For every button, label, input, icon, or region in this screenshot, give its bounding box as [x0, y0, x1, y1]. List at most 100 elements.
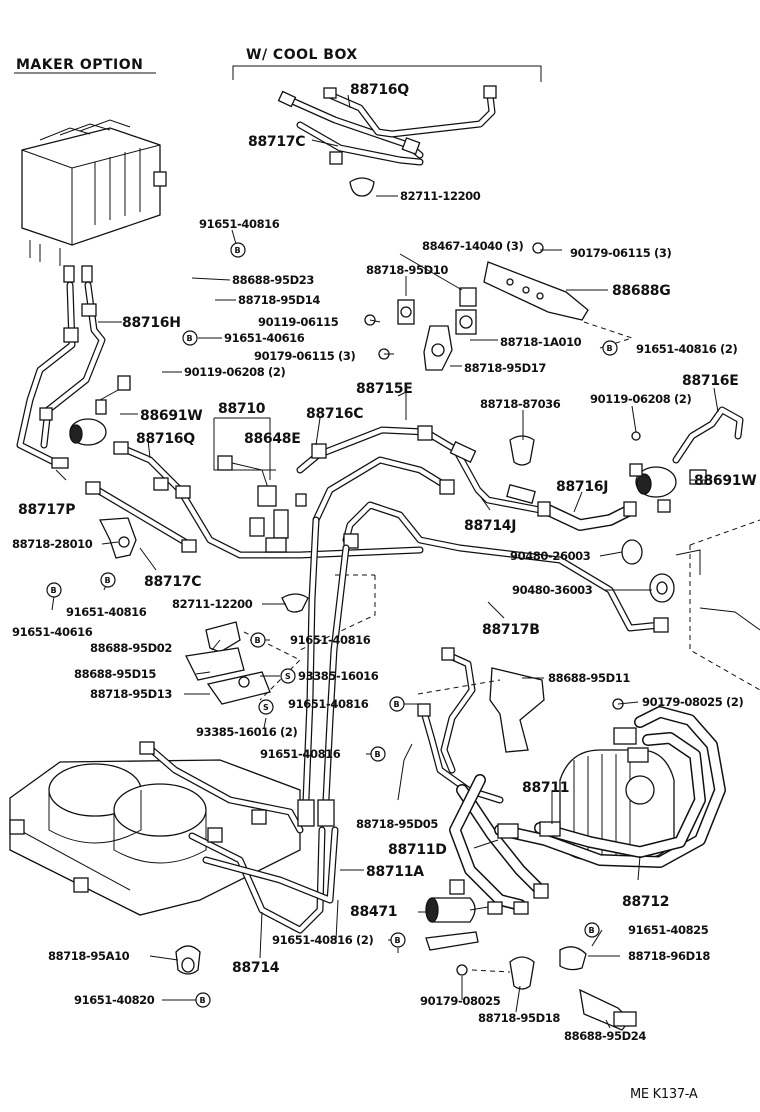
part-label: 91651-40816 — [66, 605, 147, 619]
part-label: 88711 — [522, 780, 569, 796]
circled-b-mark: B — [100, 572, 116, 588]
part-label: 90480-36003 — [512, 583, 593, 597]
svg-text:B: B — [395, 936, 401, 945]
part-label: 91651-40816 — [288, 697, 369, 711]
part-label: 82711-12200 — [400, 189, 481, 203]
part-label: 88718-95D13 — [90, 687, 172, 701]
leader-lines — [51, 94, 719, 1029]
part-label: 88716E — [682, 373, 738, 389]
mid-brackets — [185, 574, 376, 705]
part-label: 91651-40825 — [628, 923, 709, 937]
part-label: 88718-1A010 — [500, 335, 582, 349]
compressor-hoses — [449, 706, 726, 911]
compressor-unit — [559, 698, 675, 861]
part-label: 91651-40816 (2) — [272, 933, 373, 947]
part-label: 91651-40816 (2) — [636, 342, 737, 356]
svg-text:B: B — [255, 636, 261, 645]
svg-text:B: B — [187, 334, 193, 343]
part-label: 88718-95D14 — [238, 293, 320, 307]
bracket-88688G — [364, 242, 589, 371]
part-label: 88711D — [388, 842, 447, 858]
receiver-88471 — [425, 879, 529, 951]
bottom-clips — [175, 945, 637, 1031]
part-label: 91651-40816 — [199, 217, 280, 231]
part-label: 88718-96D18 — [628, 949, 710, 963]
circled-b-mark: B — [182, 330, 198, 346]
part-labels: 88716Q 88717C 82711-12200 91651-40816 88… — [12, 82, 757, 1043]
circled-b-mark: B — [584, 922, 600, 938]
part-label: 88717P — [18, 502, 75, 518]
circled-b-mark: B — [195, 992, 211, 1008]
part-label: 91651-40616 — [224, 331, 305, 345]
part-label: 88688-95D23 — [232, 273, 314, 287]
part-label: 88471 — [350, 904, 397, 920]
part-label: 88467-14040 (3) — [422, 239, 523, 253]
part-label: 88718-87036 — [480, 397, 561, 411]
part-label: 91651-40816 — [260, 747, 341, 761]
svg-text:B: B — [375, 750, 381, 759]
part-label: 88688-95D11 — [548, 671, 630, 685]
part-label: 90119-06208 (2) — [184, 365, 285, 379]
part-label: 88718-28010 — [12, 537, 93, 551]
body-outline-right — [675, 519, 760, 691]
svg-text:B: B — [235, 246, 241, 255]
circled-b-mark: B — [602, 340, 618, 356]
bracket-88718-28010 — [98, 517, 137, 559]
part-label: 88688-95D24 — [564, 1029, 646, 1043]
part-label: 90179-06115 (3) — [570, 246, 671, 260]
svg-text:B: B — [200, 996, 206, 1005]
part-label: 88718-95D17 — [464, 361, 546, 375]
part-label: 88716J — [556, 479, 608, 495]
part-label: 88718-95D18 — [478, 1011, 560, 1025]
svg-text:B: B — [51, 586, 57, 595]
part-label: 88717C — [248, 134, 305, 150]
circled-b-mark: B — [370, 746, 386, 762]
part-label: 88718-95D10 — [366, 263, 448, 277]
part-label: 88717C — [144, 574, 201, 590]
part-label: 88712 — [622, 894, 669, 910]
figure-code: ME K137-A — [630, 1087, 698, 1102]
maker-option-header: MAKER OPTION — [14, 57, 156, 74]
part-label: 88710 — [218, 401, 266, 417]
part-label: 88717B — [482, 622, 540, 638]
circled-b-mark: B — [230, 242, 246, 258]
cool-box-pipes — [277, 85, 497, 197]
circled-b-mark: B — [390, 932, 406, 948]
circled-b-mark: B — [389, 696, 405, 712]
svg-text:B: B — [589, 926, 595, 935]
part-label: 88688G — [612, 283, 670, 299]
left-pipes — [16, 281, 131, 469]
part-label: 90179-08025 — [420, 994, 501, 1008]
cool-box-title: W/ COOL BOX — [246, 47, 358, 63]
circled-b-mark: B — [46, 582, 62, 598]
mid-left-pipes — [85, 441, 424, 559]
svg-text:B: B — [607, 344, 613, 353]
svg-text:B: B — [105, 576, 111, 585]
circled-s-mark: S — [258, 699, 274, 715]
right-solenoid-valve — [629, 406, 744, 513]
part-label: 88716C — [306, 406, 363, 422]
part-label: 88688-95D02 — [90, 641, 172, 655]
grommets — [621, 539, 675, 603]
part-label: 88691W — [694, 473, 756, 489]
cool-box-unit — [21, 119, 167, 283]
part-label: 93385-16016 (2) — [196, 725, 297, 739]
part-label: 88711A — [366, 864, 424, 880]
part-label: 90179-08025 (2) — [642, 695, 743, 709]
circled-s-mark: S — [280, 668, 296, 684]
center-pipes — [296, 425, 669, 633]
part-label: 90119-06208 (2) — [590, 392, 691, 406]
part-label: 91651-40816 — [290, 633, 371, 647]
part-label: 88648E — [244, 431, 300, 447]
part-label: 88716H — [122, 315, 181, 331]
svg-text:S: S — [285, 672, 291, 681]
part-label: 88718-95D05 — [356, 817, 438, 831]
part-label: 82711-12200 — [172, 597, 253, 611]
part-label: 88714 — [232, 960, 280, 976]
cool-box-header: W/ COOL BOX — [232, 47, 542, 82]
part-label: 93385-16016 — [298, 669, 379, 683]
part-label: 88715E — [356, 381, 412, 397]
bottom-pipes — [139, 516, 350, 934]
part-label: 88714J — [464, 518, 516, 534]
